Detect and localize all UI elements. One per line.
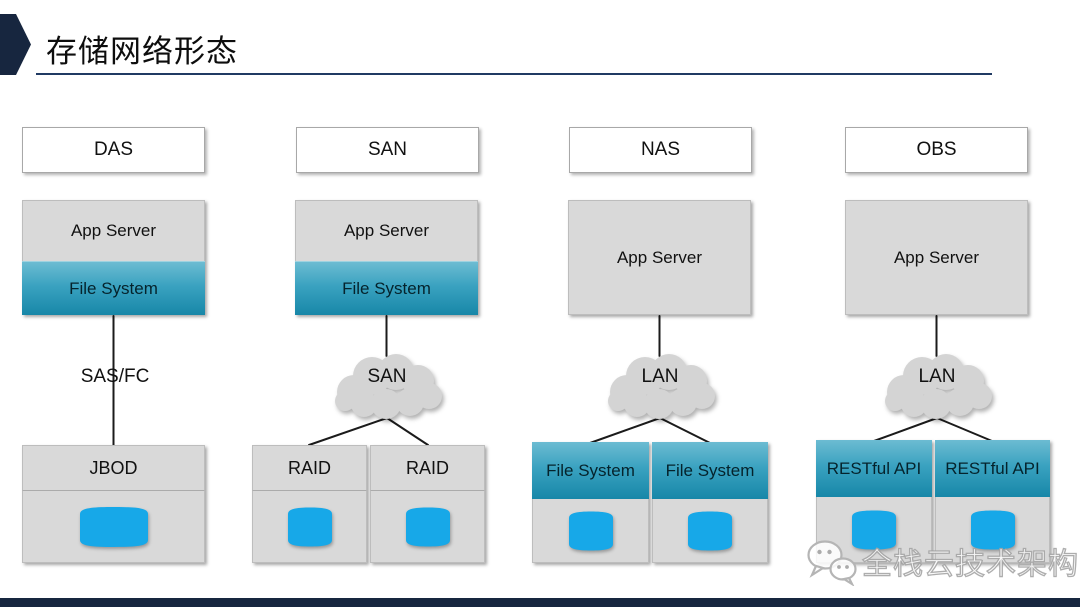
nas-app-server: App Server	[568, 200, 751, 315]
cloud-shape	[335, 354, 442, 419]
san-cloud: SAN	[324, 344, 450, 422]
disk-icon	[688, 511, 732, 550]
footer-bar	[0, 598, 1080, 607]
nas-label: NAS	[640, 139, 681, 160]
disk-icon	[405, 507, 450, 546]
san-app-server: App Server	[295, 200, 478, 261]
das-app-server: App Server	[22, 200, 205, 261]
nas-storage-body	[652, 499, 768, 563]
das-label: DAS	[93, 139, 134, 160]
nas-storage-box-right: File System	[652, 442, 768, 563]
nas-cloud-label: LAN	[641, 366, 679, 387]
disk-icon	[852, 510, 896, 549]
title-underline	[36, 73, 992, 75]
column-header-das: DAS	[22, 127, 205, 173]
watermark: 全栈云技术架构	[804, 536, 1079, 586]
san-raid-box-left: RAID	[252, 445, 367, 563]
obs-restful-api-label: RESTful API	[816, 440, 932, 497]
das-jbod-box: JBOD	[22, 445, 205, 563]
obs-cloud-label: LAN	[918, 366, 956, 387]
obs-cloud: LAN	[874, 344, 1000, 422]
watermark-text: 全栈云技术架构	[861, 547, 1079, 581]
nas-file-system-label: File System	[532, 442, 649, 499]
obs-label: OBS	[916, 139, 957, 160]
san-raid-label: RAID	[370, 445, 485, 491]
das-link-label: SAS/FC	[80, 366, 150, 387]
title-chevron-icon	[0, 14, 31, 75]
das-file-system: File System	[22, 261, 205, 315]
san-raid-label: RAID	[252, 445, 367, 491]
disk-icon	[568, 511, 613, 550]
obs-server-box: App Server	[845, 200, 1028, 315]
san-raid-body	[252, 491, 367, 563]
column-header-san: SAN	[296, 127, 479, 173]
san-label: SAN	[367, 139, 408, 160]
column-header-obs: OBS	[845, 127, 1028, 173]
column-header-nas: NAS	[569, 127, 752, 173]
nas-cloud: LAN	[597, 344, 723, 422]
cloud-shape	[608, 354, 715, 419]
obs-storage-body	[935, 497, 1050, 563]
san-file-system: File System	[295, 261, 478, 315]
das-server-box: App Server File System	[22, 200, 205, 315]
san-raid-box-right: RAID	[370, 445, 485, 563]
disk-icon	[79, 506, 148, 547]
das-jbod-label: JBOD	[22, 445, 205, 491]
nas-file-system-label: File System	[652, 442, 768, 499]
disk-icon	[287, 507, 332, 546]
obs-storage-box-right: RESTful API	[935, 440, 1050, 563]
disk-icon	[970, 510, 1015, 549]
nas-storage-box-left: File System	[532, 442, 649, 563]
cloud-shape	[885, 354, 992, 419]
san-server-box: App Server File System	[295, 200, 478, 315]
wechat-icon	[807, 540, 857, 586]
san-cloud-label: SAN	[367, 366, 407, 387]
page-title: 存储网络形态	[46, 34, 238, 69]
obs-restful-api-label: RESTful API	[935, 440, 1050, 497]
obs-app-server: App Server	[845, 200, 1028, 315]
das-jbod-body	[22, 491, 205, 563]
san-raid-body	[370, 491, 485, 563]
nas-storage-body	[532, 499, 649, 563]
nas-server-box: App Server	[568, 200, 751, 315]
